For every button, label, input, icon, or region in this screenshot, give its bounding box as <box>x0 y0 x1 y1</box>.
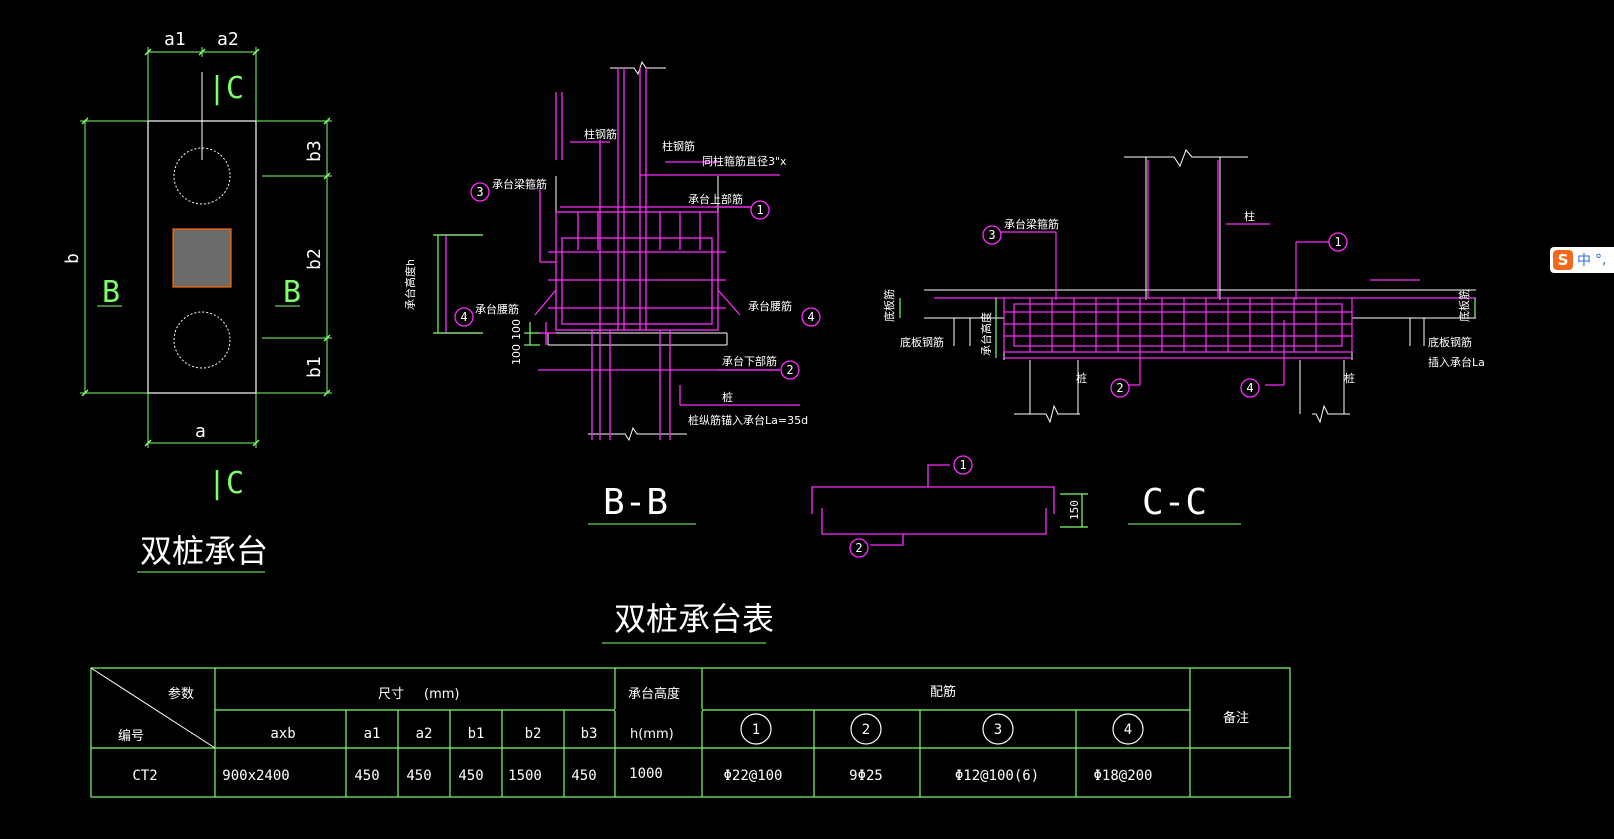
cc-label-pile-left: 桩 <box>1076 371 1087 385</box>
dim-label-b3: b3 <box>304 140 325 162</box>
section-mark-b-right: B <box>283 275 301 310</box>
th-rebar-4: 4 <box>1124 722 1132 738</box>
td-axb: 900x2400 <box>222 768 289 784</box>
dim-label-b: b <box>62 253 83 264</box>
bb-label-pile: 桩 <box>722 390 733 404</box>
section-mark-c-top: |C <box>208 71 244 106</box>
th-a1: a1 <box>364 726 381 742</box>
cc-label-pile-right: 桩 <box>1344 371 1355 385</box>
cc-label-right-bottom-1: 底板钢筋 <box>1428 335 1472 349</box>
bb-label-column-rebar-2: 柱钢筋 <box>662 139 695 153</box>
dim-label-a: a <box>195 421 206 442</box>
bb-label-bottom-rebar: 承台下部筋 <box>722 354 777 368</box>
bb-label-column-rebar-1: 柱钢筋 <box>584 127 617 141</box>
th-diag-top: 参数 <box>168 686 194 702</box>
td-r1: Φ22@100 <box>723 768 782 784</box>
th-rebar-3: 3 <box>994 722 1002 738</box>
bb-label-anchor-note: 桩纵筋锚入承台La=35d <box>688 413 808 427</box>
td-id: CT2 <box>132 768 157 784</box>
bb-label-cap-height: 承台高度h <box>403 259 417 310</box>
th-a2: a2 <box>416 726 433 742</box>
bb-dim-100-a: 100 <box>510 319 523 340</box>
bb-marker-3: 3 <box>476 185 483 199</box>
plan-title: 双桩承台 <box>140 532 268 570</box>
bb-marker-4-right: 4 <box>807 310 814 324</box>
pile-cap-plan-view: a1 a2 a b b3 b2 b1 |C |C B B 双桩承台 <box>62 29 332 573</box>
dim-label-a2: a2 <box>217 29 239 50</box>
bb-label-side-rebar-right: 承台腰筋 <box>748 299 792 313</box>
th-unit: (mm) <box>424 687 459 702</box>
cc-marker-1: 1 <box>1334 235 1341 249</box>
td-b2: 1500 <box>508 768 542 784</box>
pile-circle-bottom <box>173 311 231 369</box>
th-height: 承台高度 <box>628 686 680 702</box>
cc-label-column: 柱 <box>1244 209 1255 223</box>
cc-label-right-bottom-2: 插入承台La <box>1428 355 1485 369</box>
td-r3: Φ12@100(6) <box>955 768 1039 784</box>
th-b1: b1 <box>468 726 485 742</box>
th-rebar-2: 2 <box>862 722 870 738</box>
detail-marker-2: 2 <box>855 541 862 555</box>
cc-label-cap-stirrup: 承台梁箍筋 <box>1004 217 1059 231</box>
dim-label-a1: a1 <box>164 29 186 50</box>
dim-label-b2: b2 <box>304 248 325 270</box>
bb-label-side-rebar-left: 承台腰筋 <box>475 302 519 316</box>
bb-dim-100-b: 100 <box>510 344 523 365</box>
cc-label-right-top: 底板筋 <box>1457 289 1471 322</box>
cc-marker-4: 4 <box>1246 381 1253 395</box>
table-title: 双桩承台表 <box>614 600 774 638</box>
th-height-unit: h(mm) <box>630 727 674 742</box>
ime-toolbar[interactable]: S 中 °, <box>1550 247 1614 273</box>
th-diag-bottom: 编号 <box>118 729 144 744</box>
td-r4: Φ18@200 <box>1093 768 1152 784</box>
bb-label-top-rebar: 承台上部筋 <box>688 192 743 206</box>
ime-language-label[interactable]: 中 <box>1577 253 1591 269</box>
column-square <box>172 228 232 288</box>
section-bb: 1 2 3 4 4 柱钢筋 柱钢筋 同柱箍筋直径3"x 承台上部筋 承台梁箍筋 … <box>403 60 821 525</box>
bb-label-stirrup-note: 同柱箍筋直径3"x <box>702 154 787 168</box>
section-cc: 1 2 3 4 承台梁箍筋 柱 桩 桩 底板筋 底板钢筋 底板筋 底板钢筋 插入… <box>882 149 1485 525</box>
cc-label-cap-height: 承台高度 <box>979 312 993 356</box>
pile-cap-table: 双桩承台表 参数 编号 <box>90 600 1291 798</box>
cc-title: C-C <box>1142 482 1207 523</box>
bb-title: B-B <box>603 482 668 523</box>
th-b2: b2 <box>525 726 542 742</box>
cc-marker-2: 2 <box>1116 381 1123 395</box>
detail-marker-1: 1 <box>959 458 966 472</box>
section-mark-b-left: B <box>102 275 120 310</box>
th-b3: b3 <box>581 726 598 742</box>
detail-dim-150: 150 <box>1068 500 1081 520</box>
td-b3: 450 <box>571 768 596 784</box>
cc-label-left-top: 底板筋 <box>882 289 896 322</box>
bb-marker-1: 1 <box>756 203 763 217</box>
section-mark-c-bottom: |C <box>208 466 244 501</box>
td-a2: 450 <box>406 768 431 784</box>
th-axb: axb <box>270 726 295 742</box>
td-r2: 9Φ25 <box>849 768 883 784</box>
sogou-logo-icon[interactable]: S <box>1553 250 1573 270</box>
pile-circle-top <box>173 147 231 205</box>
td-b1: 450 <box>458 768 483 784</box>
bb-marker-4-left: 4 <box>460 310 467 324</box>
bb-marker-2: 2 <box>786 363 793 377</box>
th-remark: 备注 <box>1223 710 1249 726</box>
td-height: 1000 <box>629 766 663 782</box>
th-rebar-1: 1 <box>752 722 760 738</box>
th-size: 尺寸 <box>378 687 404 702</box>
th-rebar: 配筋 <box>930 684 956 700</box>
dim-label-b1: b1 <box>304 356 325 378</box>
rebar-detail: 1 2 150 <box>811 455 1088 558</box>
cc-marker-3: 3 <box>988 228 995 242</box>
cc-label-left-bottom: 底板钢筋 <box>900 335 944 349</box>
td-a1: 450 <box>354 768 379 784</box>
bb-label-cap-stirrup: 承台梁箍筋 <box>492 177 547 191</box>
ime-punctuation-label[interactable]: °, <box>1595 252 1607 268</box>
